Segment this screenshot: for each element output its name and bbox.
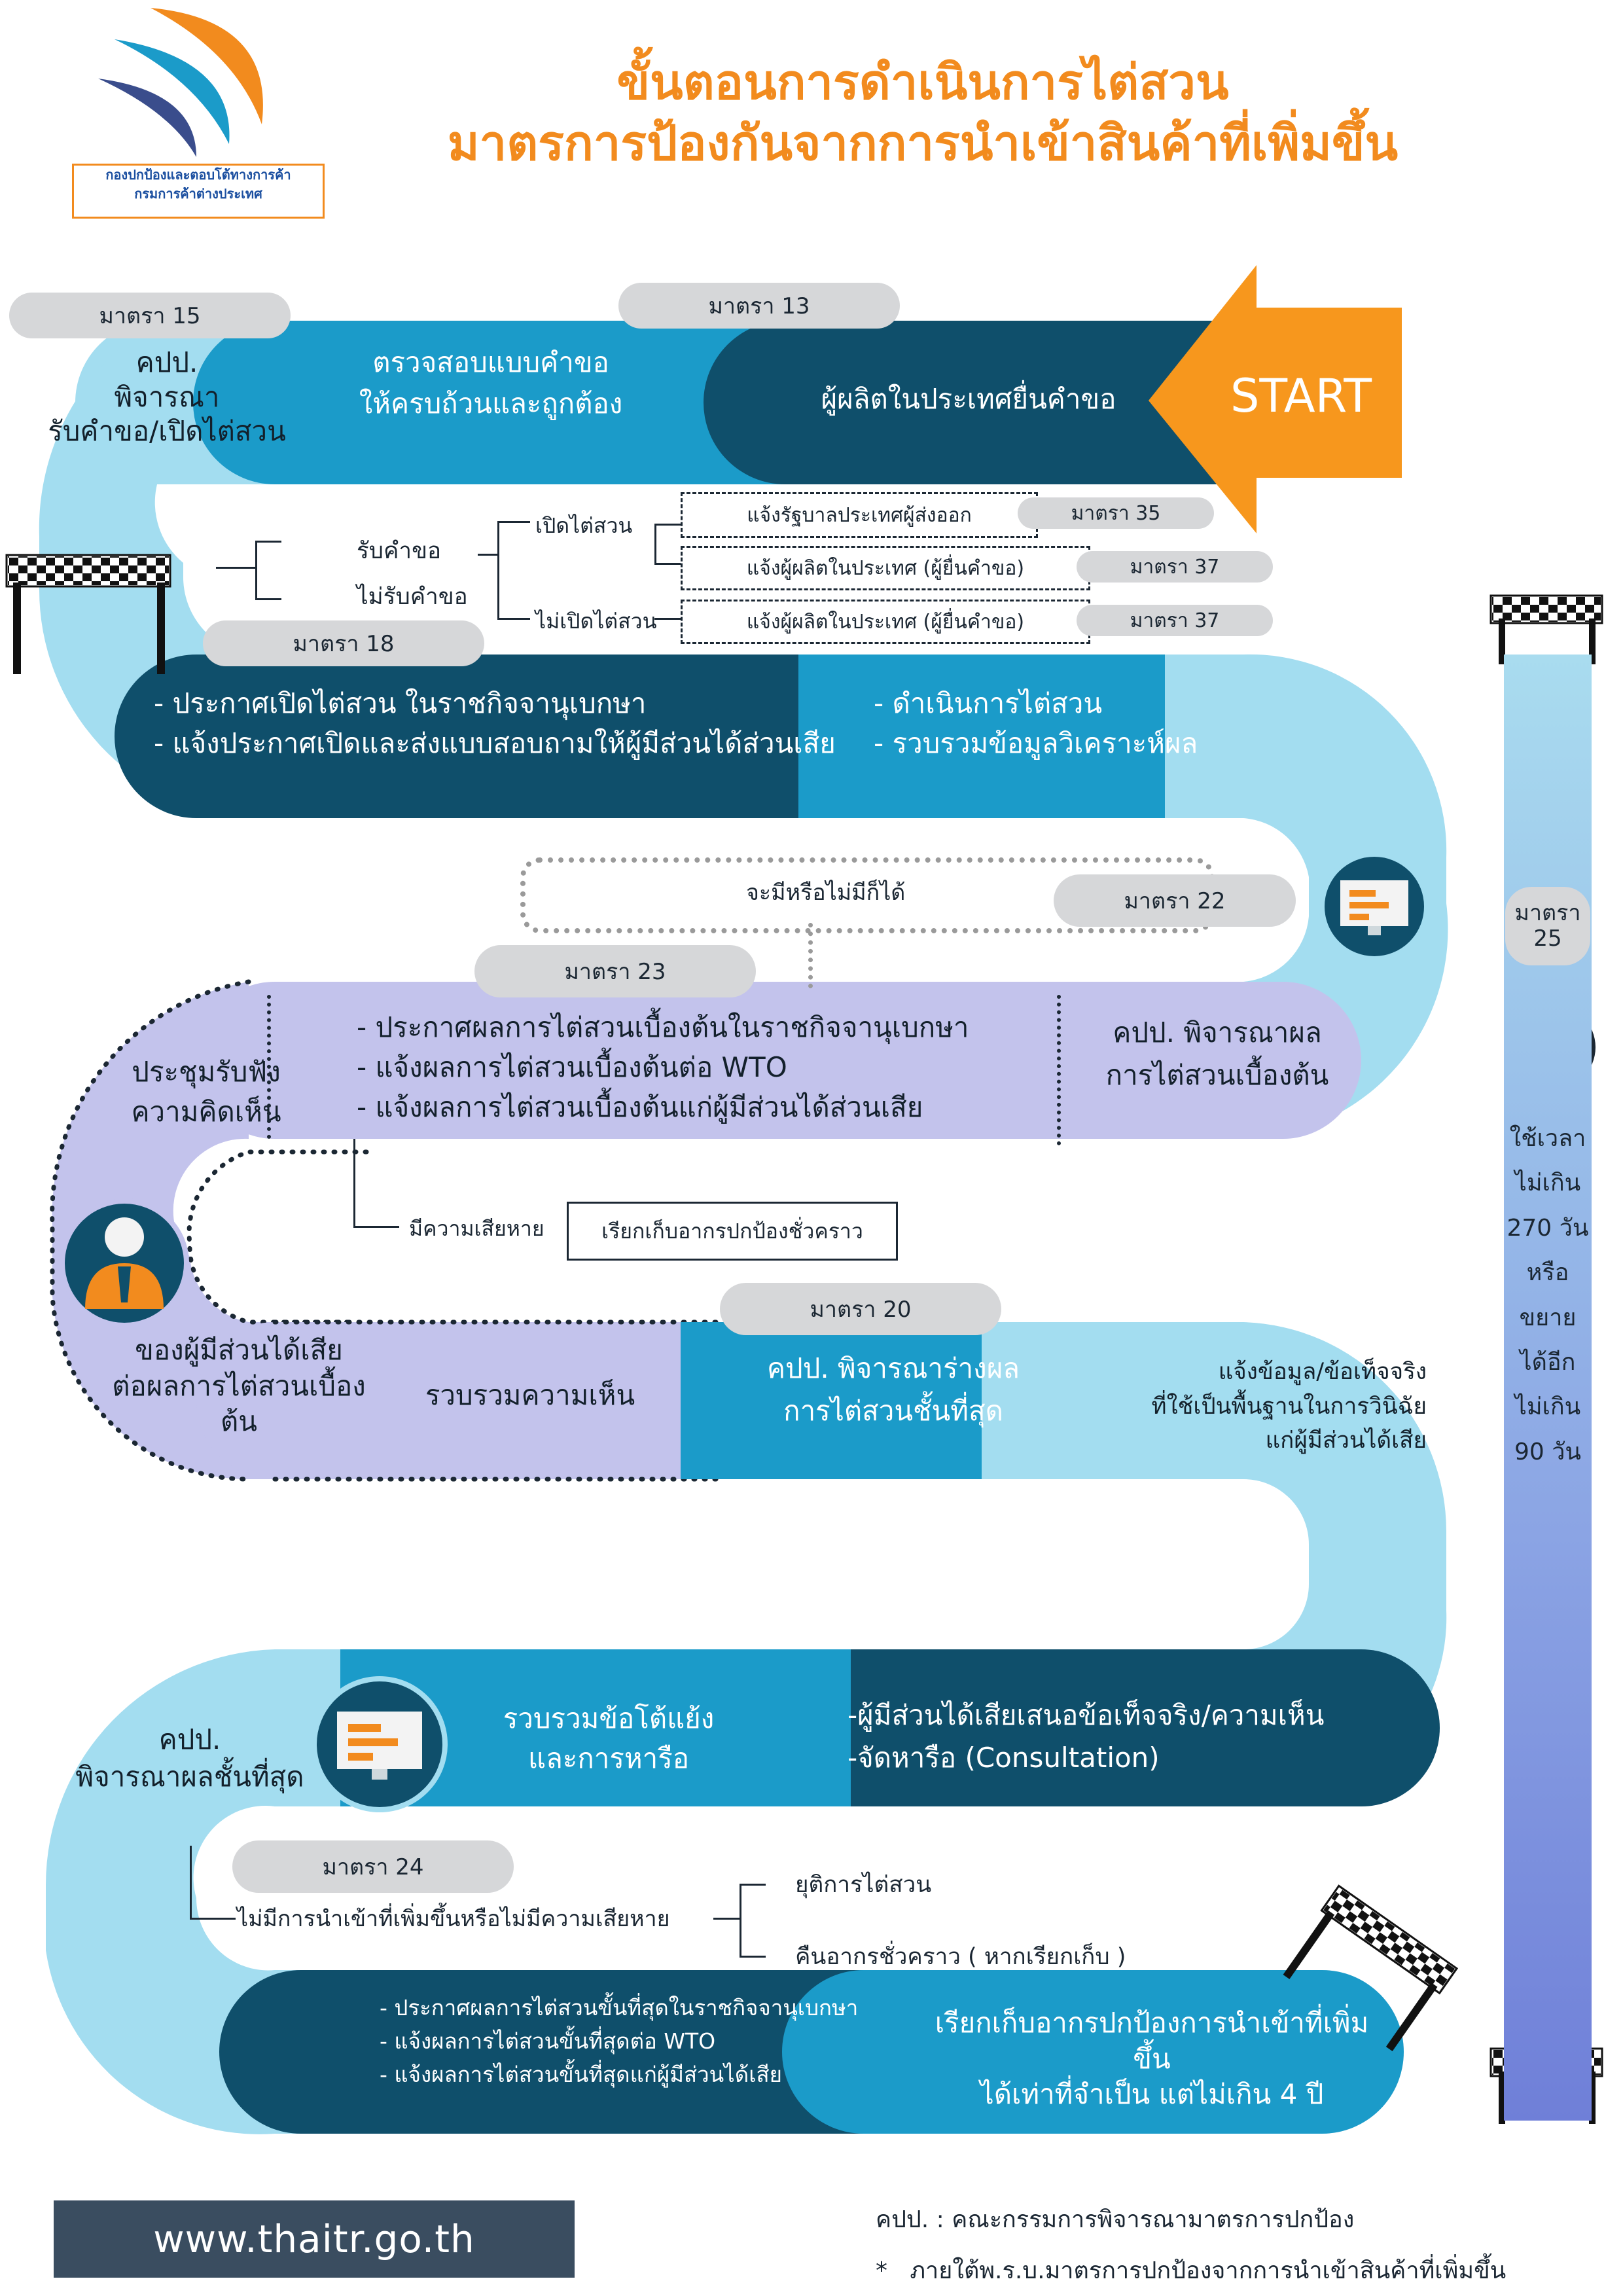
pill-section-25: มาตรา 25 (1505, 887, 1590, 965)
road-bend3-dots-inner (187, 1149, 369, 1325)
branch-line (654, 524, 681, 526)
title-line2: มาตรการป้องกันจากการนำเข้าสินค้าที่เพิ่ม… (447, 115, 1399, 171)
website-link[interactable]: www.thaitr.go.th (54, 2200, 575, 2278)
check-form: ตรวจสอบแบบคำขอ ให้ครบถ้วนและถูกต้อง (359, 346, 623, 420)
present-facts: -ผู้มีส่วนได้เสียเสนอข้อเท็จจริง/ความเห็… (847, 1699, 1325, 1774)
pill-section-22: มาตรา 22 (1054, 874, 1296, 927)
pill-section-15: มาตรา 15 (9, 293, 291, 338)
road-row2-dark (115, 655, 933, 818)
pill-section-20: มาตรา 20 (720, 1283, 1001, 1335)
note-legal-basis: * ภายใต้พ.ร.บ.มาตรการปกป้องจากการนำเข้าส… (876, 2257, 1507, 2284)
branch-line (497, 618, 530, 620)
road-row1-dark (704, 321, 1243, 484)
pill-section-24: มาตรา 24 (232, 1840, 514, 1893)
consider-preliminary: คปป. พิจารณาผล การไต่สวนเบื้องต้น (1105, 1016, 1329, 1092)
road-row4-lav (196, 1322, 720, 1479)
notify-producer-box-a: แจ้งผู้ผลิตในประเทศ (ผู้ยื่นคำขอ) (681, 546, 1090, 590)
row3-divider (1057, 995, 1061, 1145)
page-title: ขั้นตอนการดำเนินการไต่สวน มาตรการป้องกัน… (366, 52, 1479, 173)
road-row3 (196, 982, 1361, 1139)
impose-duty: เรียกเก็บอากรปกป้องการนำเข้าที่เพิ่มขึ้น… (935, 2007, 1369, 2111)
pill-section-23: มาตรา 23 (474, 945, 756, 997)
producer-submits: ผู้ผลิตในประเทศยื่นคำขอ (821, 383, 1116, 415)
row3-divider-left (267, 995, 271, 1139)
provisional-duty-box: เรียกเก็บอากรปกป้องชั่วคราว (567, 1202, 898, 1261)
branch-line (654, 524, 656, 564)
injury-label: มีความเสียหาย (409, 1216, 544, 1241)
reject-request: ไม่รับคำขอ (357, 584, 468, 610)
branch-line (255, 541, 281, 543)
pill-section-13: มาตรา 13 (618, 283, 900, 329)
final-consider: คปป. พิจารณาผลชั้นที่สุด (75, 1723, 304, 1793)
person-icon (60, 1198, 189, 1328)
logo-line2: กรมการค้าต่างประเทศ (134, 186, 262, 202)
road-row4-lav-dots (272, 1319, 722, 1482)
terminate-label: ยุติการไต่สวน (795, 1872, 932, 1898)
road-row1-mid (193, 321, 812, 484)
outcome-connector (740, 1956, 766, 1958)
title-line1: ขั้นตอนการดำเนินการไต่สวน (616, 54, 1229, 111)
outcome-connector (713, 1918, 740, 1920)
injury-connector (353, 1139, 355, 1227)
no-increase-label: ไม่มีการนำเข้าที่เพิ่มขึ้นหรือไม่มีความเ… (237, 1906, 670, 1932)
branch-line (255, 598, 281, 600)
pill-section-18: มาตรา 18 (203, 620, 484, 666)
monitor-icon-1 (1319, 852, 1429, 961)
branch-line (654, 563, 681, 565)
monitor-icon-2 (312, 1676, 448, 1812)
hearing: ประชุมรับฟัง ความคิดเห็น (131, 1056, 281, 1128)
announce-open: - ประกาศเปิดไต่สวน ในราชกิจจานุเบกษา - แ… (154, 687, 836, 759)
notify-government-box: แจ้งรัฐบาลประเทศผู้ส่งออก (681, 492, 1038, 538)
outcome-connector (740, 1884, 766, 1886)
no-investigation: ไม่เปิดไต่สวน (535, 609, 657, 634)
final-announce: - ประกาศผลการไต่สวนขั้นที่สุดในราชกิจจาน… (380, 1995, 859, 2088)
branch-line (497, 521, 499, 619)
branch-line (478, 554, 497, 556)
start-arrow (1149, 265, 1402, 533)
start-label: START (1230, 369, 1372, 423)
timeline-text: ใช้เวลา ไม่เกิน 270 วัน หรือ ขยาย ได้อีก… (1507, 1125, 1589, 1465)
road-row6-mid (782, 1970, 1404, 2134)
branch-line (216, 567, 255, 569)
pill-section-37a: มาตรา 37 (1077, 551, 1273, 583)
optional-text: จะมีหรือไม่มีก็ได้ (746, 880, 906, 906)
road-row2-mid (798, 655, 1260, 818)
no-increase-connector (190, 1918, 236, 1920)
no-increase-connector (190, 1846, 192, 1919)
collect-arguments: รวบรวมข้อโต้แย้ง และการหารือ (503, 1702, 715, 1774)
branch-line (654, 618, 681, 620)
open-investigation: เปิดไต่สวน (535, 513, 633, 538)
road-row6-dark (219, 1970, 890, 2134)
consider-request: คปป. พิจารณา รับคำขอ/เปิดไต่สวน (48, 346, 286, 447)
road-row4-mid (681, 1322, 1060, 1479)
refund-label: คืนอากรชั่วคราว ( หากเรียกเก็บ ) (795, 1944, 1126, 1970)
notify-producer-box-b: แจ้งผู้ผลิตในประเทศ (ผู้ยื่นคำขอ) (681, 600, 1090, 644)
logo-swoosh (98, 8, 263, 157)
stakeholder-comments: ของผู้มีส่วนได้เสีย ต่อผลการไต่สวนเบื้อง… (112, 1334, 366, 1438)
pill-section-35: มาตรา 35 (1018, 497, 1214, 529)
logo-line1: กองปกป้องและตอบโต้ทางการค้า (105, 167, 291, 183)
road-row5-dark (740, 1649, 1440, 1806)
pill-section-37b: มาตรา 37 (1077, 605, 1273, 636)
note-abbreviation: คปป. : คณะกรรมการพิจารณามาตรการปกป้อง (876, 2206, 1355, 2233)
conduct-investigation: - ดำเนินการไต่สวน - รวบรวมข้อมูลวิเคราะห… (874, 687, 1198, 759)
collect-opinions: รวบรวมความเห็น (425, 1379, 635, 1411)
road-bend3-dots (50, 979, 251, 1482)
notify-facts: แจ้งข้อมูล/ข้อเท็จจริง ที่ใช้เป็นพื้นฐาน… (1151, 1359, 1427, 1454)
optional-connector (808, 923, 813, 988)
logo-box: กองปกป้องและตอบโต้ทางการค้า กรมการค้าต่า… (72, 164, 325, 219)
branch-line (497, 521, 530, 523)
outcome-connector (740, 1884, 741, 1957)
accept-request: รับคำขอ (357, 538, 442, 564)
draft-final: คปป. พิจารณาร่างผล การไต่สวนชั้นที่สุด (766, 1352, 1020, 1427)
prelim-announce: - ประกาศผลการไต่สวนเบื้องต้นในราชกิจจานุ… (357, 1011, 969, 1123)
injury-connector (353, 1226, 399, 1228)
branch-line (255, 541, 257, 600)
